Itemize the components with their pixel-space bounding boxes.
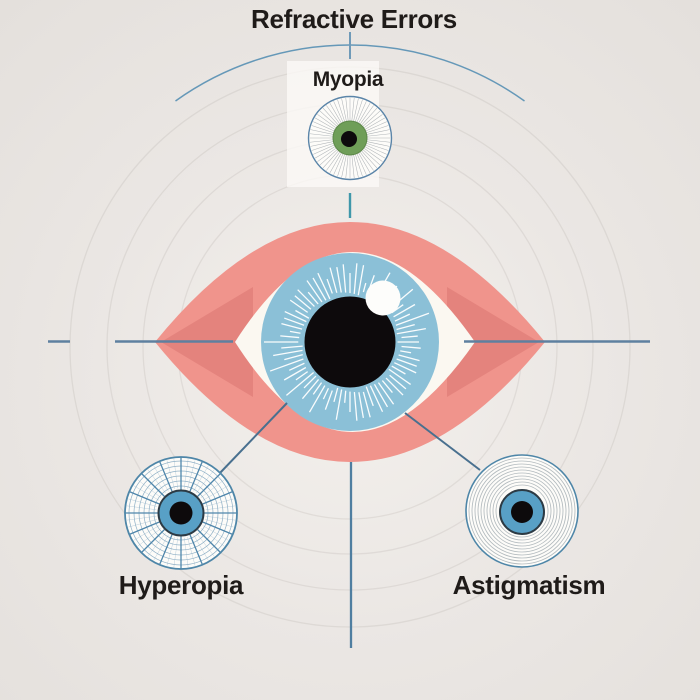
connector-lines: [48, 193, 650, 648]
page-title: Refractive Errors: [251, 4, 457, 34]
astigmatism-connector-line: [404, 412, 481, 471]
astigmatism-eye-icon: [465, 454, 579, 568]
astigmatism-pupil: [511, 501, 533, 523]
label-hyperopia: Hyperopia: [118, 570, 244, 600]
myopia-spokes: [309, 97, 391, 179]
iris-starburst-rays: [264, 263, 430, 421]
hyperopia-connector-line: [218, 402, 288, 475]
large-eye-icon: [155, 222, 545, 462]
pupil: [304, 296, 396, 388]
label-myopia: Myopia: [312, 68, 384, 91]
hyperopia-pupil: [169, 501, 193, 525]
label-astigmatism: Astigmatism: [452, 570, 606, 600]
myopia-eye-icon: [307, 95, 393, 181]
hyperopia-web-pattern: [125, 457, 237, 569]
myopia-pupil: [341, 131, 357, 147]
astigmatism-rings-pattern: [468, 457, 576, 565]
hyperopia-eye-icon: [124, 456, 238, 570]
pupil-highlight: [365, 280, 401, 316]
